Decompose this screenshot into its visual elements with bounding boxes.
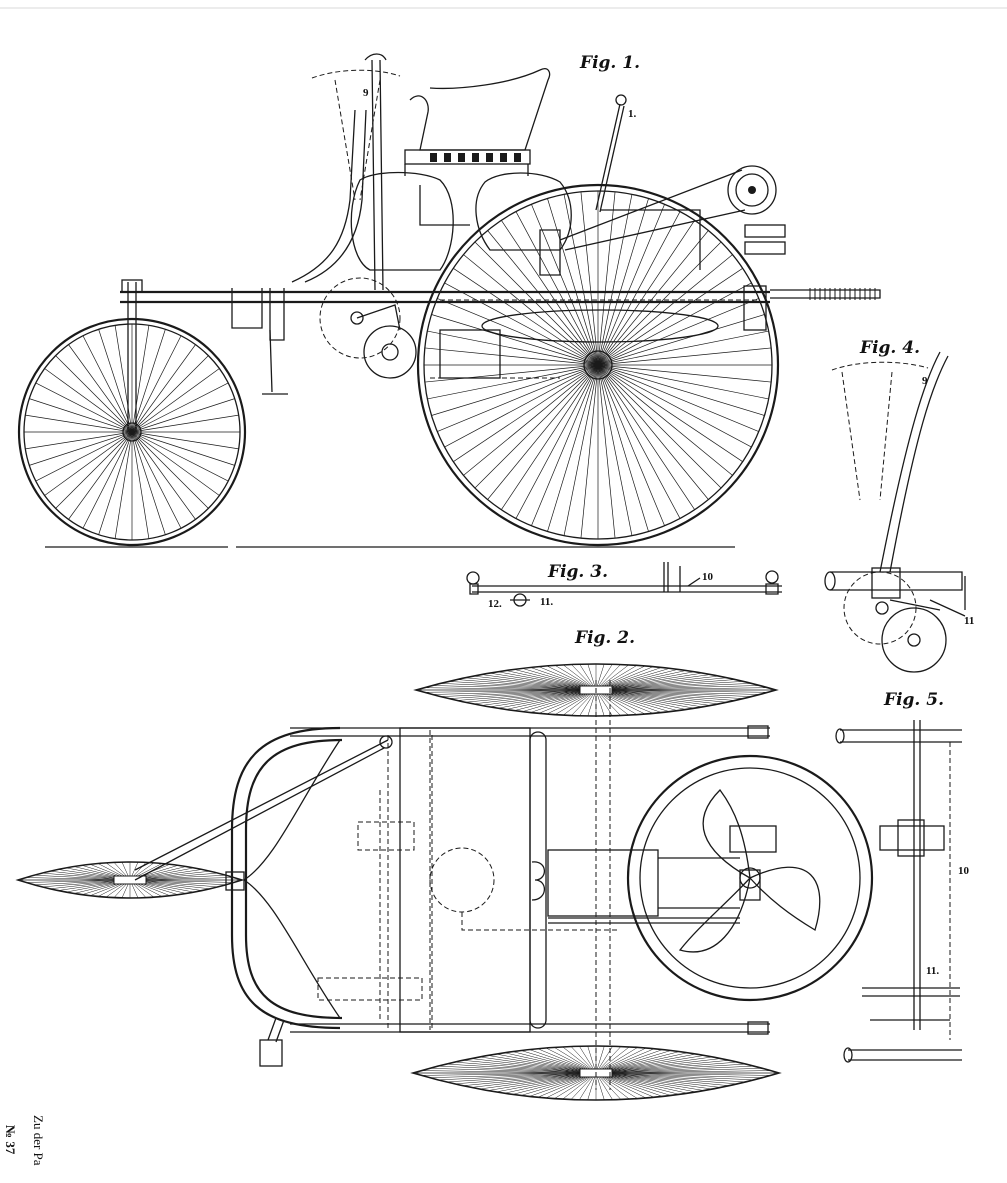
belt-drive	[539, 165, 786, 276]
frame-braces	[243, 739, 341, 1019]
body-tank-front	[350, 171, 454, 271]
body-outline	[399, 727, 531, 1033]
fig5-label: Fig. 5.	[883, 690, 944, 710]
engine-cylinder	[531, 825, 777, 924]
dash-panel	[291, 109, 356, 283]
part-number-9: 9	[363, 87, 369, 99]
fig4-label: Fig. 4.	[859, 338, 920, 358]
front-wheel	[17, 317, 247, 547]
fig4-steering-detail: Fig. 4. 9 11	[824, 338, 974, 673]
part-number-12: 12.	[488, 598, 502, 610]
fig3-label: Fig. 3.	[547, 562, 608, 582]
margin-caption: Zu der Pa № 37	[3, 1115, 46, 1166]
foot-pedal	[259, 1039, 283, 1067]
fig5-part-number-10: 10	[958, 865, 970, 877]
steering-rod	[134, 739, 389, 881]
flywheel	[626, 754, 874, 1002]
fig1-side-elevation: 9 1.	[17, 53, 881, 548]
front-wheel-plan	[15, 861, 245, 899]
frame-loop	[230, 726, 341, 1030]
fig1-label: Fig. 1.	[579, 53, 640, 73]
margin-text-line1: Zu der Pa	[31, 1115, 46, 1166]
rear-wheel-bottom	[410, 1045, 782, 1101]
steering-column: 9	[311, 53, 401, 291]
fig4-part-number-9: 9	[922, 375, 928, 387]
seat	[404, 68, 551, 176]
rear-wheel	[416, 183, 780, 547]
frame-rail	[120, 285, 881, 341]
fig3-axle-detail: Fig. 3. 10 12. 11.	[466, 562, 782, 610]
fig5-brake-detail: Fig. 5. 10 11.	[835, 690, 970, 1063]
fork-head	[121, 279, 143, 293]
chain-sprocket	[319, 277, 417, 379]
stand	[262, 329, 288, 395]
part-number-1: 1.	[628, 108, 637, 120]
flywheel-ellipse	[481, 309, 719, 343]
tank-plan	[429, 847, 495, 913]
rear-axle-centerline	[595, 680, 611, 1090]
front-fork	[127, 282, 137, 432]
body-tank-rear	[475, 172, 572, 251]
margin-text-line2: № 37	[3, 1125, 18, 1155]
fig2-plan-view: Fig. 2.	[15, 628, 874, 1101]
hand-lever: 1.	[595, 94, 637, 213]
fig4-part-number-11: 11	[964, 615, 974, 627]
fig5-part-number-11: 11.	[926, 965, 939, 977]
part-number-10: 10	[702, 571, 714, 583]
rear-wheel-top	[413, 663, 779, 717]
fig2-label: Fig. 2.	[574, 628, 635, 648]
part-number-11: 11.	[540, 596, 553, 608]
